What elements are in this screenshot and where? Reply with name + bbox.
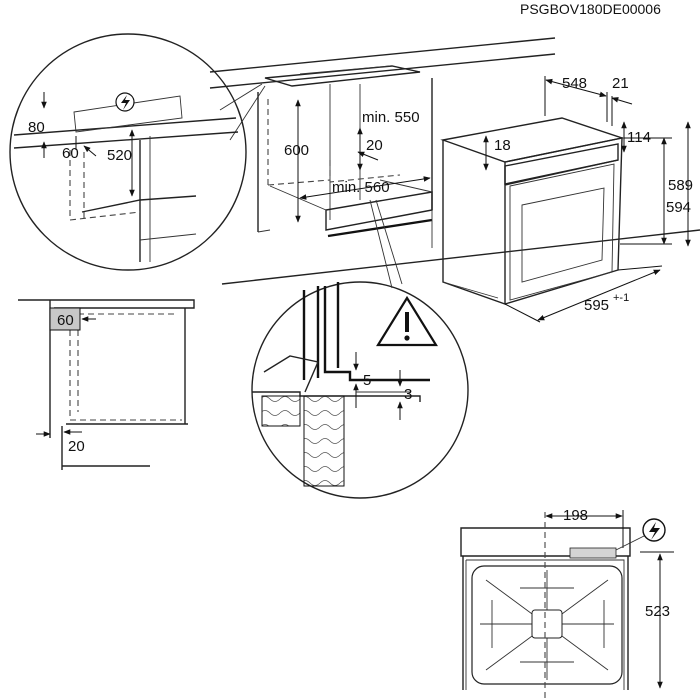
svg-text:548: 548	[562, 75, 587, 92]
svg-text:min. 560: min. 560	[332, 179, 390, 196]
detail-circle-middle	[251, 199, 469, 499]
dimension-600: 600	[284, 99, 309, 223]
dimension-595: 595 +-1	[504, 265, 663, 323]
dimension-589: 589	[620, 137, 693, 245]
back-view-oven: 198 523	[460, 507, 674, 700]
side-view-niche: 60 20	[18, 299, 195, 470]
svg-text:min. 550: min. 550	[362, 109, 420, 126]
back-fan-grille	[471, 565, 623, 685]
svg-text:198: 198	[563, 507, 588, 524]
dimension-3: 3	[356, 370, 412, 420]
svg-text:20: 20	[366, 137, 383, 154]
dimension-520: 520	[107, 129, 135, 197]
lightning-icon-back	[642, 518, 666, 542]
dimension-min-550: min. 550	[357, 109, 420, 171]
svg-text:600: 600	[284, 142, 309, 159]
detail-circle-top-left	[9, 33, 266, 271]
svg-text:21: 21	[612, 75, 629, 92]
oven-drawing	[440, 117, 625, 305]
dimension-min-560: min. 560	[299, 176, 431, 200]
dimension-5: 5	[353, 352, 371, 408]
svg-text:80: 80	[28, 119, 45, 136]
svg-text:520: 520	[107, 147, 132, 164]
warning-triangle-icon	[376, 295, 438, 347]
svg-text:594: 594	[666, 199, 691, 216]
svg-text:60: 60	[57, 312, 74, 329]
lightning-icon	[115, 92, 135, 112]
svg-text:5: 5	[363, 372, 371, 389]
dimension-594: 594	[666, 121, 691, 247]
dimension-114: 114	[621, 121, 651, 153]
svg-text:523: 523	[645, 603, 670, 620]
svg-text:+-1: +-1	[613, 292, 629, 304]
dimension-80: 80	[28, 92, 47, 158]
svg-text:60: 60	[62, 145, 79, 162]
dimension-21: 21	[606, 75, 633, 126]
svg-text:595: 595	[584, 297, 609, 314]
document-code: PSGBOV180DE00006	[520, 1, 661, 17]
svg-text:18: 18	[494, 137, 511, 154]
dimension-18: 18	[483, 135, 511, 171]
dimension-60-top: 60	[62, 136, 97, 162]
svg-text:589: 589	[668, 177, 693, 194]
svg-text:3: 3	[404, 386, 412, 403]
svg-text:20: 20	[68, 438, 85, 455]
dimension-548: 548	[544, 75, 607, 116]
dimension-20-gap: 20	[357, 137, 383, 161]
